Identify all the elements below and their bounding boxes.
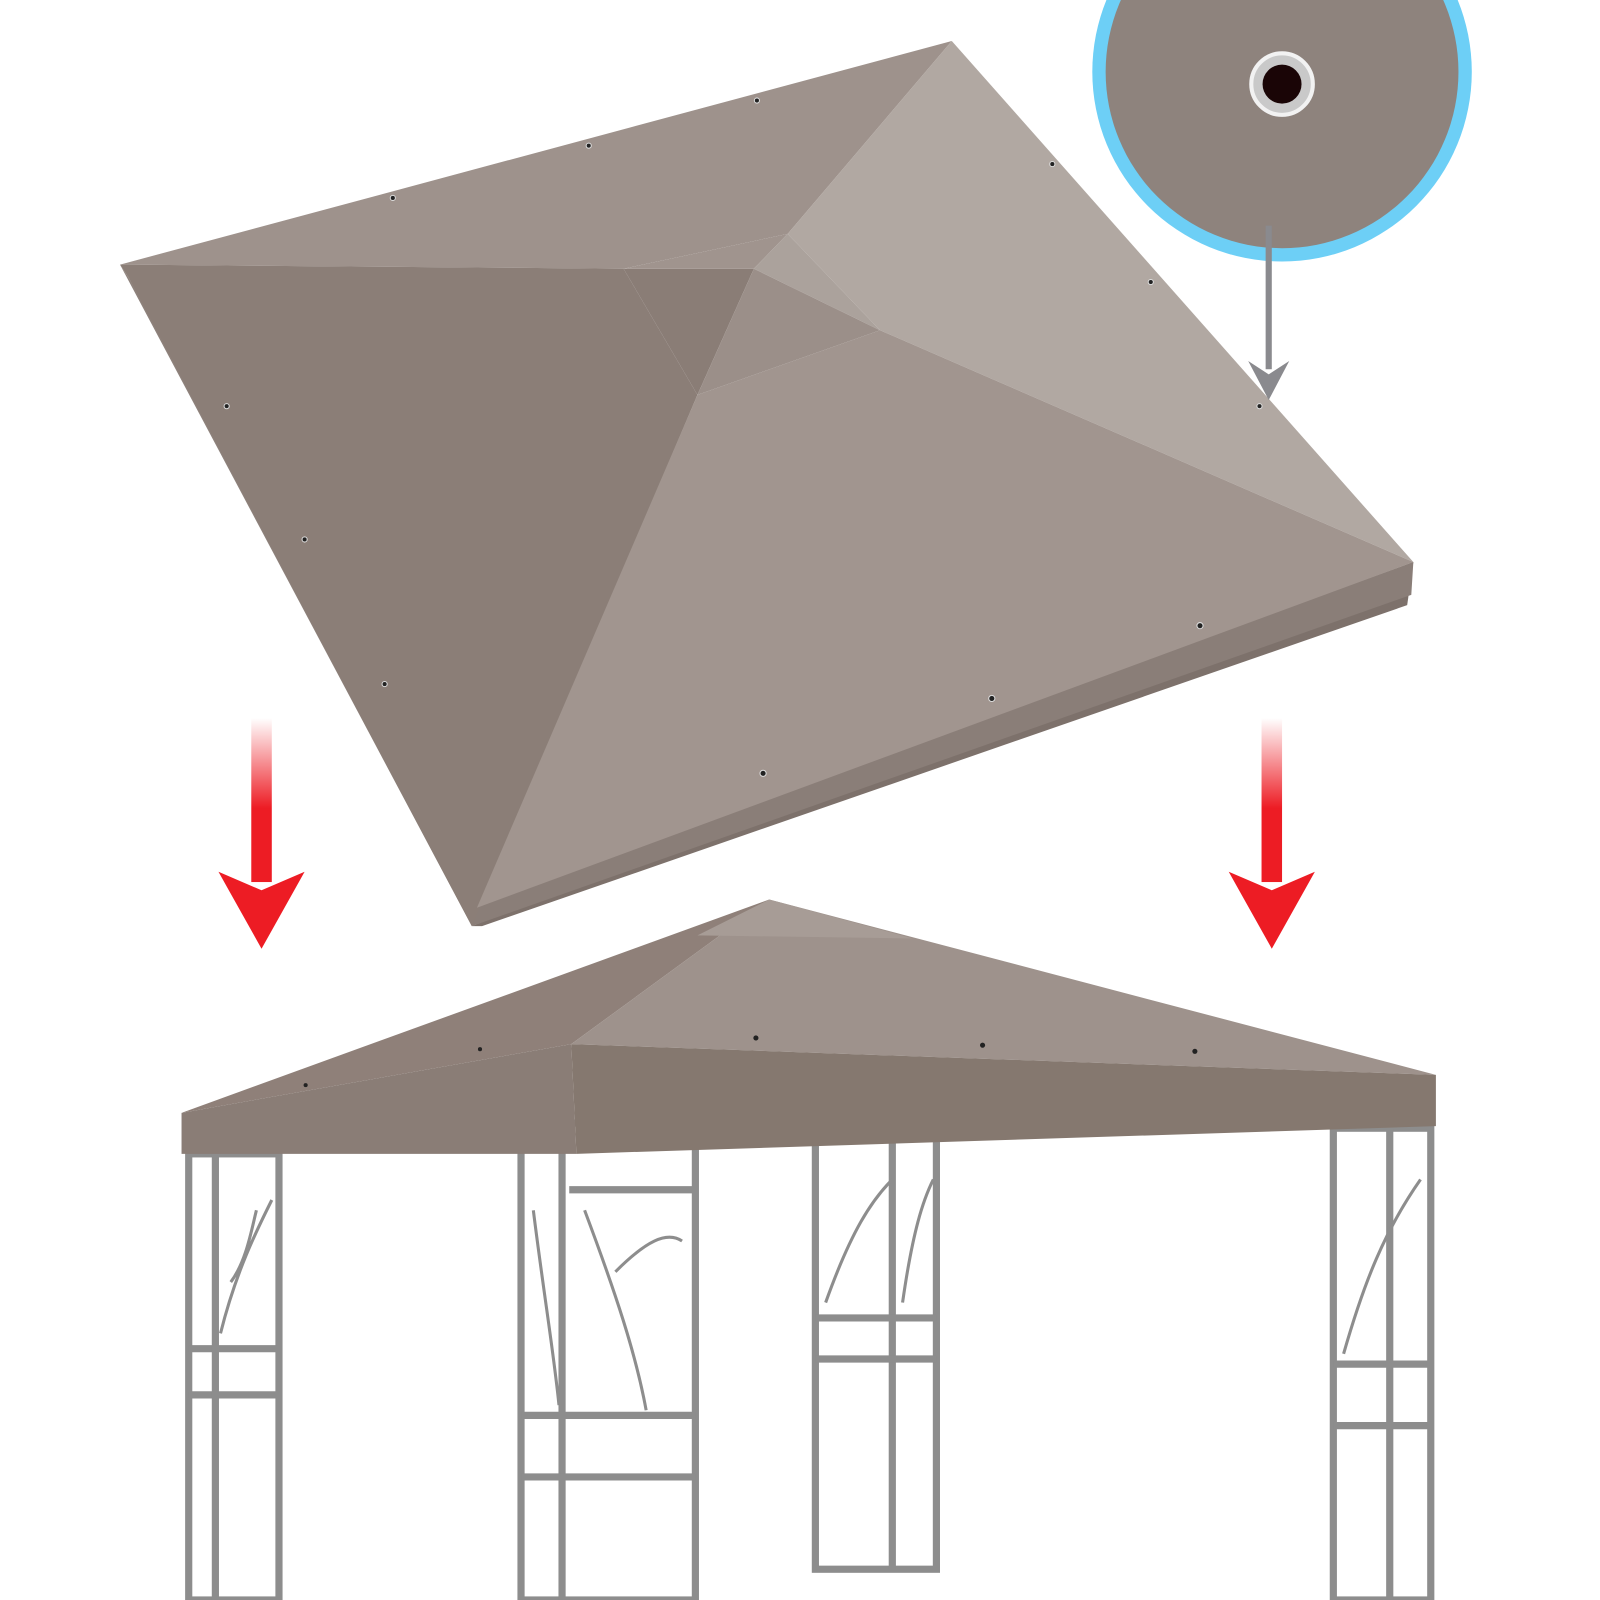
post-back xyxy=(811,1114,940,1573)
arrow-down-icon xyxy=(1248,225,1290,400)
canopy-face-back xyxy=(120,41,952,269)
canopy-installed-view xyxy=(181,899,1436,1154)
canopy-vent-left xyxy=(623,268,754,395)
canopy-face-left xyxy=(120,264,698,927)
canopy-face-front xyxy=(476,330,1414,908)
canopy-face-right xyxy=(787,41,1414,563)
grommet-detail-inset xyxy=(1092,0,1472,262)
post-left xyxy=(185,1150,283,1600)
valance-left xyxy=(181,1044,577,1154)
gazebo-frame xyxy=(185,1114,1435,1600)
arrow-down-icon xyxy=(218,717,305,949)
roof-left-face xyxy=(181,899,770,1113)
canopy-edge-right-band xyxy=(471,562,1414,927)
roof-front-face xyxy=(571,899,1436,1075)
post-front xyxy=(517,1119,699,1600)
canopy-vent-front xyxy=(697,268,880,395)
post-right xyxy=(1329,1124,1435,1600)
canopy-vent-right xyxy=(753,233,880,331)
grommet-holes xyxy=(303,1035,1198,1088)
grommet-holes xyxy=(223,97,1263,777)
arrow-down-icon xyxy=(1228,717,1315,949)
valance-front xyxy=(571,1044,1436,1154)
canopy-top-view xyxy=(120,41,1414,927)
roof-vent xyxy=(697,899,913,939)
